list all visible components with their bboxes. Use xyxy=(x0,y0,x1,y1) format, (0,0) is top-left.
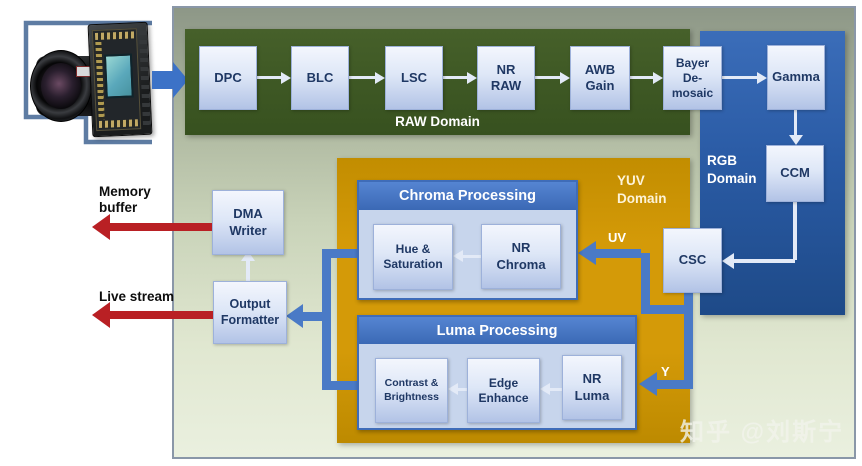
block-gamma: Gamma xyxy=(767,45,825,110)
memory-buffer-label: Memory buffer xyxy=(99,184,151,215)
block-contrast-brightness: Contrast & Brightness xyxy=(375,358,448,423)
arrow-awb-bayer-shaft xyxy=(630,76,653,79)
memory-buffer-arrow-head xyxy=(92,214,110,240)
live-stream-label: Live stream xyxy=(99,289,175,304)
block-awb-gain: AWB Gain xyxy=(570,46,630,110)
luma-processing-header: Luma Processing xyxy=(359,317,635,344)
block-nr-raw: NR RAW xyxy=(477,46,535,110)
arrow-dpc-blc-head xyxy=(281,72,291,84)
block-blc: BLC xyxy=(291,46,349,110)
block-csc: CSC xyxy=(663,228,722,293)
arrow-gamma-ccm-shaft xyxy=(794,110,797,136)
sensor-input-arrow-head xyxy=(173,62,188,98)
chroma-processing-header: Chroma Processing xyxy=(359,182,576,210)
arrow-nrchroma-huesat-shaft xyxy=(462,255,481,258)
block-ccm: CCM xyxy=(766,145,824,202)
arrow-nrluma-edge-shaft xyxy=(549,388,562,391)
arrow-dpc-blc-shaft xyxy=(257,76,282,79)
live-stream-arrow-shaft xyxy=(110,311,213,319)
arrow-gamma-ccm-head xyxy=(789,135,803,145)
connector-y-shaft xyxy=(657,380,684,389)
watermark-text: 知乎 @刘斯宁 xyxy=(680,419,845,446)
block-edge-enhance: Edge Enhance xyxy=(467,358,540,423)
connector-uv-shaft xyxy=(596,249,641,258)
block-nr-chroma: NR Chroma xyxy=(481,224,561,289)
uv-signal-label: UV xyxy=(608,230,627,245)
arrow-awb-bayer-head xyxy=(653,72,663,84)
arrow-nrraw-awb-shaft xyxy=(535,76,560,79)
arrow-lsc-nrraw-head xyxy=(467,72,477,84)
connector-uv-arrowhead xyxy=(578,241,596,265)
arrow-formatter-dma-head xyxy=(241,251,255,261)
arrow-ccm-csc-head xyxy=(722,253,734,269)
block-hue-saturation: Hue & Saturation xyxy=(373,224,453,290)
memory-buffer-arrow-shaft xyxy=(110,223,212,231)
camera-lens-glass xyxy=(41,63,81,109)
live-stream-arrow-head xyxy=(92,302,110,328)
connector-luma-out-h xyxy=(322,381,358,390)
arrow-nrluma-edge-head xyxy=(540,383,550,395)
arrow-lsc-nrraw-shaft xyxy=(443,76,467,79)
connector-uv-h1 xyxy=(641,305,684,314)
arrow-formatter-dma-shaft xyxy=(246,259,250,281)
connector-uv-vertical xyxy=(641,253,650,314)
connector-y-arrowhead xyxy=(639,372,657,396)
connector-chroma-out-h xyxy=(322,249,358,258)
arrow-ccm-csc-vertical xyxy=(793,202,797,260)
block-bayer-demosaic: Bayer De- mosaic xyxy=(663,46,722,110)
block-dma-writer: DMA Writer xyxy=(212,190,284,255)
raw-domain-label: RAW Domain xyxy=(395,114,480,129)
sensor-active-area xyxy=(103,53,134,99)
block-nr-luma: NR Luma xyxy=(562,355,622,420)
arrow-nrchroma-huesat-head xyxy=(453,250,463,262)
sensor-input-arrow-shaft xyxy=(152,71,173,89)
arrow-nrraw-awb-head xyxy=(560,72,570,84)
image-sensor-chip xyxy=(87,21,153,138)
connector-to-formatter-arrowhead xyxy=(286,304,303,328)
block-lsc: LSC xyxy=(385,46,443,110)
connector-csc-down xyxy=(684,293,693,389)
block-output-formatter: Output Formatter xyxy=(213,281,287,344)
arrow-bayer-gamma-shaft xyxy=(722,76,757,79)
rgb-domain-label: RGB Domain xyxy=(707,153,757,186)
block-dpc: DPC xyxy=(199,46,257,110)
y-signal-label: Y xyxy=(661,364,670,379)
arrow-blc-lsc-shaft xyxy=(349,76,375,79)
arrow-bayer-gamma-head xyxy=(757,72,767,84)
arrow-ccm-csc-horizontal xyxy=(734,259,795,263)
arrow-edge-contrast-shaft xyxy=(457,388,467,391)
connector-to-formatter-shaft xyxy=(303,312,322,321)
arrow-edge-contrast-head xyxy=(448,383,458,395)
yuv-domain-label: YUV Domain xyxy=(617,173,667,206)
connector-left-vertical xyxy=(322,249,331,390)
arrow-blc-lsc-head xyxy=(375,72,385,84)
